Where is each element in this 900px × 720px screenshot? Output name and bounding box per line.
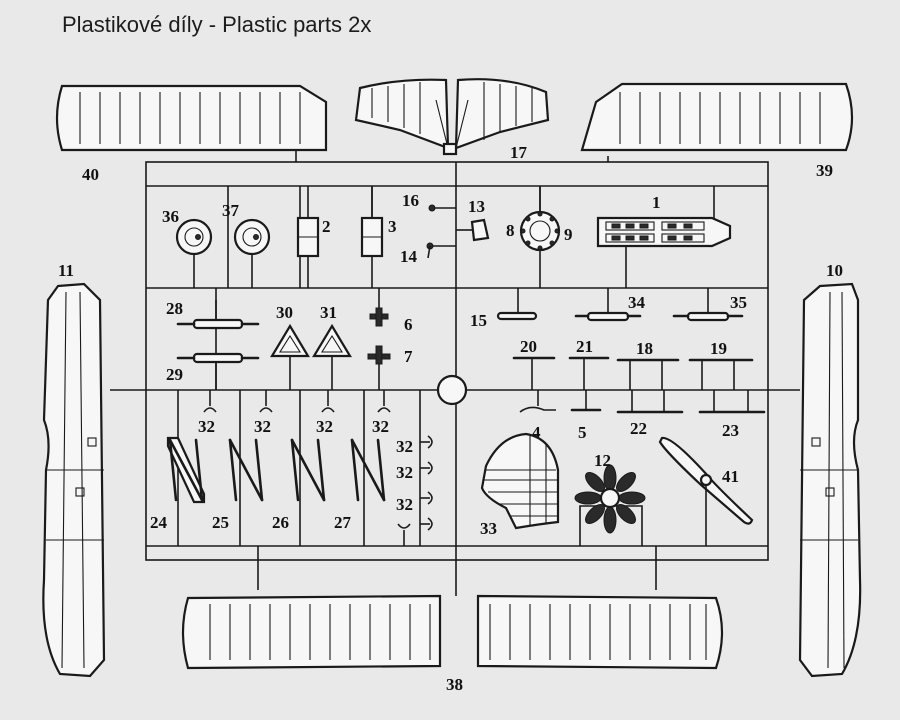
part-4-fitting xyxy=(519,390,556,413)
part-label-37: 37 xyxy=(222,201,240,220)
part-label-4: 4 xyxy=(532,423,541,442)
part-label-14: 14 xyxy=(400,247,418,266)
part-32-hook xyxy=(203,390,391,413)
part-label-13: 13 xyxy=(468,197,485,216)
part-18-strut xyxy=(616,358,680,390)
part-label-31: 31 xyxy=(320,303,337,322)
part-31-cabane-strut xyxy=(312,323,352,390)
part-label-32: 32 xyxy=(396,463,413,482)
part-label-22: 22 xyxy=(630,419,647,438)
part-label-32: 32 xyxy=(316,417,333,436)
part-6-fitting xyxy=(369,288,389,327)
part-label-32: 32 xyxy=(396,437,413,456)
part-34-strut xyxy=(574,288,642,322)
part-label-3: 3 xyxy=(388,217,397,236)
part-22-strut xyxy=(616,390,684,414)
part-33-cowl xyxy=(480,432,560,530)
part-label-8: 8 xyxy=(506,221,515,240)
part-label-7: 7 xyxy=(404,347,413,366)
part-label-24: 24 xyxy=(150,513,168,532)
part-label-11: 11 xyxy=(58,261,74,280)
part-14-pin xyxy=(426,242,456,259)
part-label-19: 19 xyxy=(710,339,727,358)
part-label-34: 34 xyxy=(628,293,646,312)
part-41-propeller xyxy=(658,436,754,546)
part-label-18: 18 xyxy=(636,339,653,358)
part-21-strut xyxy=(568,356,610,390)
part-label-21: 21 xyxy=(576,337,593,356)
part-37-wheel xyxy=(233,218,271,288)
part-26-n-strut xyxy=(290,438,326,502)
part-label-15: 15 xyxy=(470,311,487,330)
part-30-cabane-strut xyxy=(270,323,310,390)
part-label-40: 40 xyxy=(82,165,99,184)
part-24-n-strut xyxy=(166,436,206,504)
part-label-35: 35 xyxy=(730,293,747,312)
part-label-30: 30 xyxy=(276,303,293,322)
part-27-n-strut xyxy=(350,438,386,502)
part-23-strut xyxy=(698,390,766,414)
sprue-gate xyxy=(436,374,468,406)
part-39-wing xyxy=(580,82,854,152)
part-label-10: 10 xyxy=(826,261,843,280)
part-12-rotary-engine xyxy=(574,464,646,546)
part-label-32: 32 xyxy=(372,417,389,436)
part-16-pin xyxy=(428,204,456,212)
part-label-38: 38 xyxy=(446,675,463,694)
part-28-strut xyxy=(176,300,260,330)
part-label-9: 9 xyxy=(564,225,573,244)
part-15-rod xyxy=(496,288,538,321)
part-1-engine-block xyxy=(596,186,732,288)
part-13-bracket xyxy=(456,218,490,242)
page-title: Plastikové díly - Plastic parts 2x xyxy=(62,12,372,37)
part-7-fitting xyxy=(367,345,391,390)
part-label-36: 36 xyxy=(162,207,179,226)
part-label-32: 32 xyxy=(254,417,271,436)
sprue-outer-frame xyxy=(145,161,769,561)
part-label-2: 2 xyxy=(322,217,331,236)
part-17-tailplane xyxy=(354,78,550,156)
part-label-29: 29 xyxy=(166,365,183,384)
part-20-strut xyxy=(512,356,556,390)
part-label-32: 32 xyxy=(396,495,413,514)
part-label-28: 28 xyxy=(166,299,183,318)
part-label-20: 20 xyxy=(520,337,537,356)
part-10-fuselage-half xyxy=(798,282,862,678)
part-5-fitting xyxy=(570,390,602,412)
part-29-strut xyxy=(176,352,260,390)
part-label-41: 41 xyxy=(722,467,739,486)
part-3-cylinder xyxy=(360,186,384,258)
part-label-26: 26 xyxy=(272,513,289,532)
part-label-39: 39 xyxy=(816,161,833,180)
part-8-9-engine-cowling xyxy=(519,186,561,252)
part-label-23: 23 xyxy=(722,421,739,440)
part-label-32: 32 xyxy=(198,417,215,436)
part-38-lower-wing xyxy=(181,594,724,670)
part-40-wing xyxy=(55,84,328,152)
part-label-1: 1 xyxy=(652,193,661,212)
part-label-25: 25 xyxy=(212,513,229,532)
part-36-wheel xyxy=(175,218,213,288)
part-label-16: 16 xyxy=(402,191,419,210)
part-label-6: 6 xyxy=(404,315,413,334)
part-label-33: 33 xyxy=(480,519,497,538)
part-label-27: 27 xyxy=(334,513,352,532)
part-35-strut xyxy=(672,288,744,322)
part-19-strut xyxy=(688,358,754,390)
part-11-fuselage-half xyxy=(42,282,106,678)
part-label-5: 5 xyxy=(578,423,587,442)
part-32-hook xyxy=(397,435,433,546)
part-2-cylinder xyxy=(296,186,320,288)
part-label-12: 12 xyxy=(594,451,611,470)
part-25-n-strut xyxy=(228,438,264,502)
part-label-17: 17 xyxy=(510,143,528,162)
